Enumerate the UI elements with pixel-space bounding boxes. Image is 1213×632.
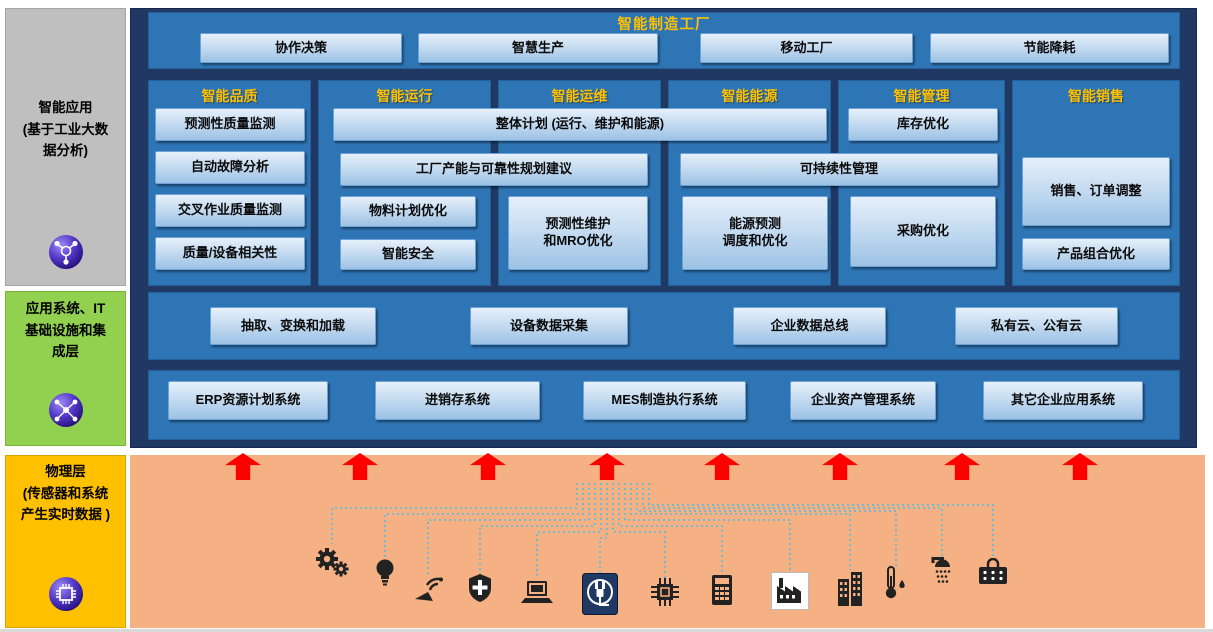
box-predictive-quality-monitoring: 预测性质量监测	[155, 108, 305, 141]
box-energy-saving: 节能降耗	[930, 33, 1169, 63]
shield-plus-icon	[467, 573, 493, 603]
factory-title: 智能制造工厂	[617, 17, 711, 33]
box-overall-plan: 整体计划 (运行、维护和能源)	[333, 108, 827, 141]
box-material-plan-optimization: 物料计划优化	[340, 196, 476, 227]
box-cross-job-quality-monitoring: 交叉作业质量监测	[155, 194, 305, 227]
box-procurement-optimization: 采购优化	[850, 196, 996, 267]
light-bulb-icon	[375, 558, 395, 588]
box-device-data-acquisition: 设备数据采集	[470, 307, 628, 345]
box-mes-system: MES制造执行系统	[583, 381, 746, 420]
box-sustainability-management: 可持续性管理	[680, 153, 998, 186]
column-header-management: 智能管理	[893, 88, 950, 104]
power-plug-icon	[582, 573, 618, 615]
factory-icon	[771, 572, 809, 610]
box-smart-safety: 智能安全	[340, 239, 476, 270]
column-header-energy: 智能能源	[721, 88, 778, 104]
layer-box-physical: 物理层 (传感器和系统 产生实时数据 )	[5, 455, 126, 628]
layer-box-applications: 智能应用 (基于工业大数 据分析)	[5, 8, 126, 286]
box-etl: 抽取、变换和加载	[210, 307, 376, 345]
box-eam-system: 企业资产管理系统	[790, 381, 936, 420]
keypad-lock-icon	[977, 557, 1009, 586]
box-inventory-optimization: 库存优化	[848, 108, 998, 141]
layer-label-applications: 智能应用 (基于工业大数 据分析)	[22, 100, 109, 159]
box-smart-production: 智慧生产	[418, 33, 658, 63]
box-enterprise-data-bus: 企业数据总线	[733, 307, 886, 345]
column-header-maintenance: 智能运维	[551, 88, 608, 104]
box-private-public-cloud: 私有云、公有云	[955, 307, 1118, 345]
box-predictive-maintenance-mro: 预测性维护 和MRO优化	[508, 196, 648, 270]
laptop-icon	[520, 579, 554, 605]
box-mobile-factory: 移动工厂	[700, 33, 913, 63]
molecule-orb-icon	[48, 234, 84, 275]
box-erp-system: ERP资源计划系统	[168, 381, 328, 420]
box-energy-forecast-dispatch: 能源预测 调度和优化	[682, 196, 828, 270]
thermometer-icon	[884, 565, 908, 599]
buildings-icon	[836, 570, 864, 606]
chip-orb-icon	[48, 576, 84, 617]
box-quality-equipment-correlation: 质量/设备相关性	[155, 237, 305, 270]
column-header-operation: 智能运行	[376, 88, 433, 104]
micro-chip-icon	[649, 576, 681, 608]
box-invoicing-system: 进销存系统	[375, 381, 540, 420]
layer-label-it-integration: 应用系统、IT 基础设施和集 成层	[25, 301, 106, 360]
box-collaborative-decision: 协作决策	[200, 33, 402, 63]
column-header-sales: 智能销售	[1068, 88, 1124, 104]
box-capacity-reliability-plan: 工厂产能与可靠性规划建议	[340, 153, 648, 186]
shower-icon	[929, 556, 955, 586]
layer-label-physical: 物理层 (传感器和系统 产生实时数据 )	[20, 464, 111, 523]
box-other-enterprise-apps: 其它企业应用系统	[983, 381, 1143, 420]
box-product-mix-optimization: 产品组合优化	[1022, 238, 1170, 270]
double-gears-icon	[315, 547, 349, 577]
box-auto-fault-analysis: 自动故障分析	[155, 151, 305, 184]
box-sales-order-adjustment: 销售、订单调整	[1022, 157, 1170, 226]
megaphone-icon	[413, 577, 443, 603]
network-orb-icon	[48, 392, 84, 433]
column-header-quality: 智能品质	[201, 88, 258, 104]
calculator-icon	[711, 574, 733, 606]
layer-box-it-integration: 应用系统、IT 基础设施和集 成层	[5, 291, 126, 446]
